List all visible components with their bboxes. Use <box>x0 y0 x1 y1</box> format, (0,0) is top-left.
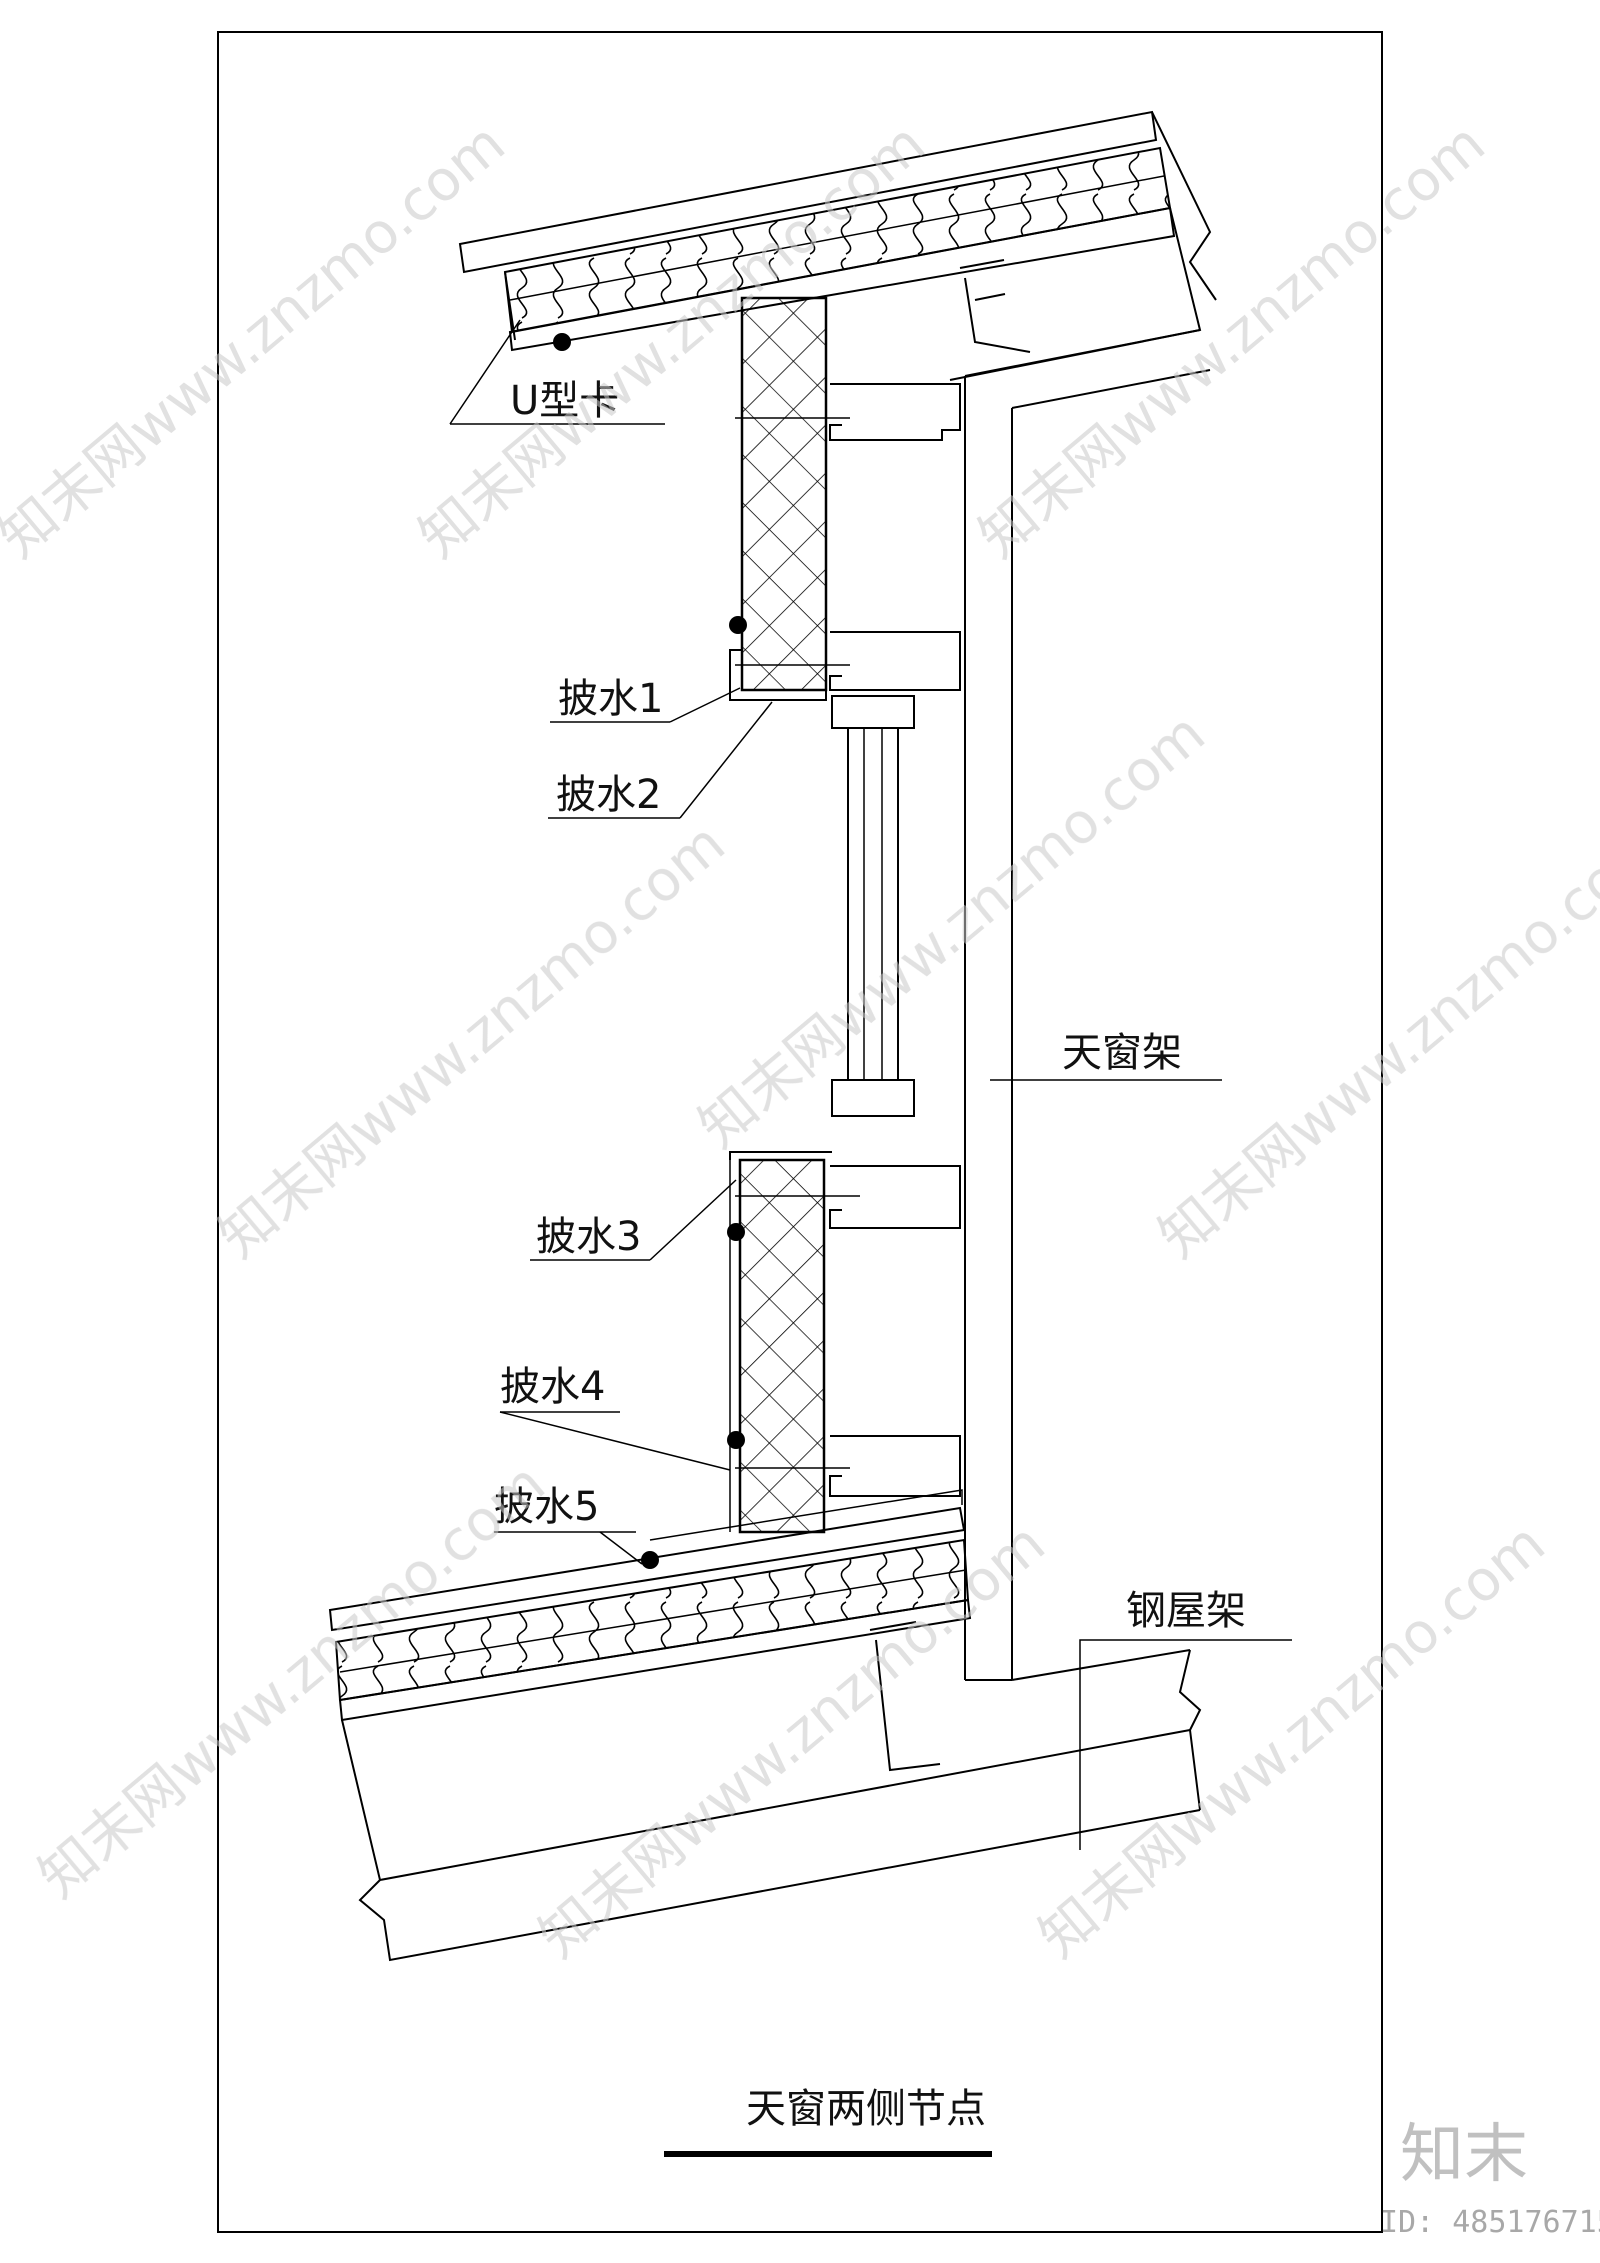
lower-channels <box>735 1165 961 1497</box>
brand-mark: 知末 ID: 485176715 <box>1380 2118 1600 2240</box>
watermark-text: 知末网www.znzmo.com <box>207 811 737 1271</box>
flashing-4-label: 披水4 <box>500 1364 605 1410</box>
upper-wall-panel <box>729 296 828 701</box>
watermark-text: 知末网www.znzmo.com <box>1027 1511 1557 1971</box>
skylight-frame-callout: 天窗架 <box>990 1030 1222 1081</box>
upper-roof-panel <box>458 110 1217 381</box>
window-glazing <box>831 695 915 1117</box>
flashing-callouts: 披水1 披水2 披水3 披水4 披水5 <box>494 676 773 1569</box>
flashing-5-label: 披水5 <box>494 1484 599 1530</box>
skylight-frame-column <box>964 329 1211 1680</box>
u-clip-label: U型卡 <box>510 378 619 424</box>
flashing-1-label: 披水1 <box>558 676 663 722</box>
flashing-2-label: 披水2 <box>556 772 661 818</box>
brand-logo-text: 知末 <box>1400 2118 1528 2192</box>
upper-channels <box>735 383 961 691</box>
drawing-border <box>217 31 1383 2233</box>
watermark-text: 知末网www.znzmo.com <box>27 1451 557 1911</box>
lower-roof-panel <box>328 1489 1202 1962</box>
steel-roof-frame-label: 钢屋架 <box>1126 1588 1246 1634</box>
drawing-title: 天窗两侧节点 <box>746 2086 986 2132</box>
drawing-title-block: 天窗两侧节点 <box>664 2086 992 2157</box>
watermark-text: 知末网www.znzmo.com <box>687 701 1217 1161</box>
watermark-text: 知末网www.znzmo.com <box>1147 811 1600 1271</box>
skylight-frame-label: 天窗架 <box>1062 1030 1182 1076</box>
steel-roof-frame-callout: 钢屋架 <box>1079 1588 1292 1850</box>
lower-wall-panel <box>727 1151 832 1534</box>
image-id: ID: 485176715 <box>1380 2205 1600 2240</box>
u-clip-callout: U型卡 <box>449 319 665 425</box>
flashing-3-label: 披水3 <box>536 1214 641 1260</box>
